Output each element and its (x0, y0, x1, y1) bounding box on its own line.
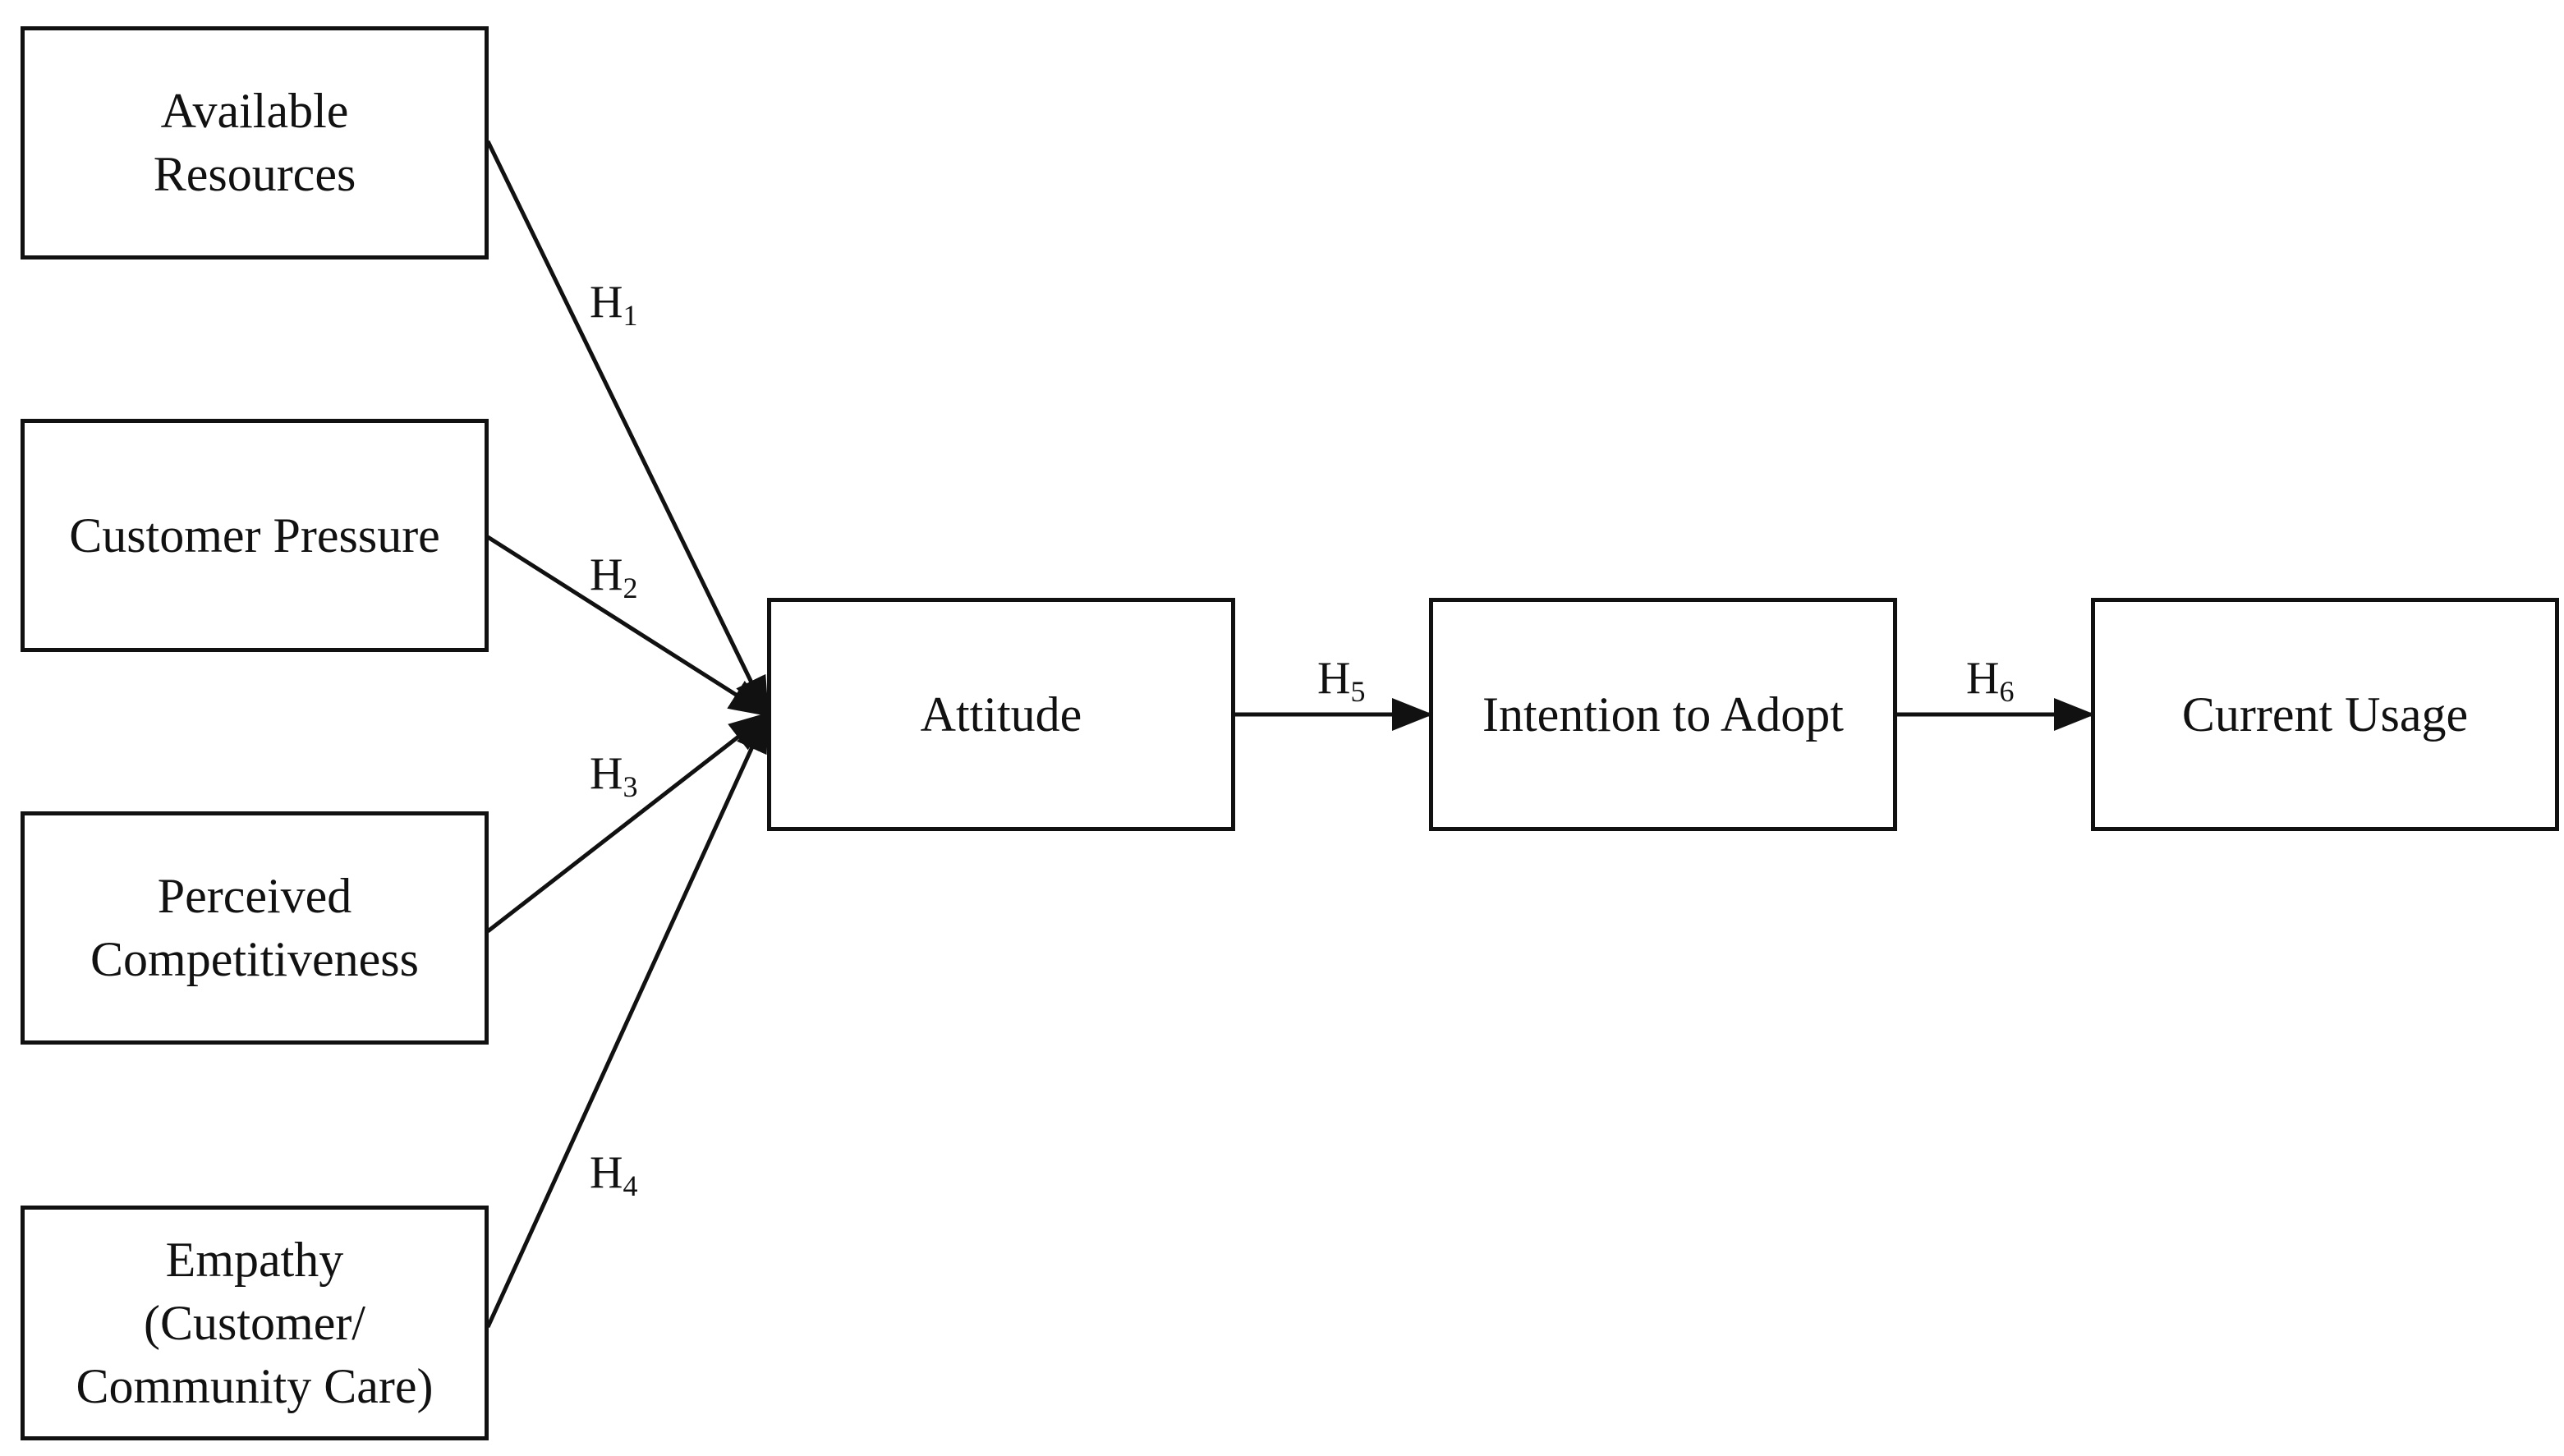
h4-number: 4 (623, 1169, 638, 1202)
h2-letter: H (590, 549, 623, 600)
attitude-box: Attitude (767, 598, 1235, 831)
h1-number: 1 (623, 299, 638, 332)
hypothesis-h4-label: H4 (590, 1150, 637, 1209)
arrow-h1 (485, 140, 770, 719)
h2-number: 2 (623, 572, 638, 604)
perceived-competitiveness-label: Perceived Competitiveness (90, 869, 419, 986)
perceived-competitiveness-box: Perceived Competitiveness (21, 811, 489, 1045)
current-usage-label: Current Usage (2181, 687, 2469, 742)
hypothesis-h3-label: H3 (590, 751, 637, 810)
customer-pressure-box: Customer Pressure (21, 419, 489, 652)
attitude-label: Attitude (920, 687, 1082, 742)
hypothesis-h2-label: H2 (590, 552, 637, 611)
arrow-h2 (486, 535, 771, 717)
arrow-h3 (486, 711, 770, 933)
arrow-h4 (485, 710, 770, 1329)
h4-letter: H (590, 1147, 623, 1198)
h6-letter: H (1966, 653, 2000, 704)
h3-number: 3 (623, 770, 638, 803)
empathy-label: Empathy (Customer/ Community Care) (76, 1232, 434, 1413)
empathy-box: Empathy (Customer/ Community Care) (21, 1206, 489, 1440)
h5-number: 5 (1350, 675, 1366, 708)
h5-letter: H (1317, 653, 1351, 704)
available-resources-label: Available Resources (153, 84, 356, 201)
intention-to-adopt-box: Intention to Adopt (1429, 598, 1897, 831)
customer-pressure-label: Customer Pressure (69, 508, 440, 563)
h1-letter: H (590, 277, 623, 328)
hypothesis-h1-label: H1 (590, 279, 637, 338)
current-usage-box: Current Usage (2091, 598, 2559, 831)
intention-to-adopt-label: Intention to Adopt (1482, 687, 1844, 742)
available-resources-box: Available Resources (21, 26, 489, 260)
hypothesis-h5-label: H5 (1317, 655, 1365, 714)
h6-number: 6 (1999, 675, 2015, 708)
h3-letter: H (590, 748, 623, 799)
hypothesis-h6-label: H6 (1966, 655, 2014, 714)
